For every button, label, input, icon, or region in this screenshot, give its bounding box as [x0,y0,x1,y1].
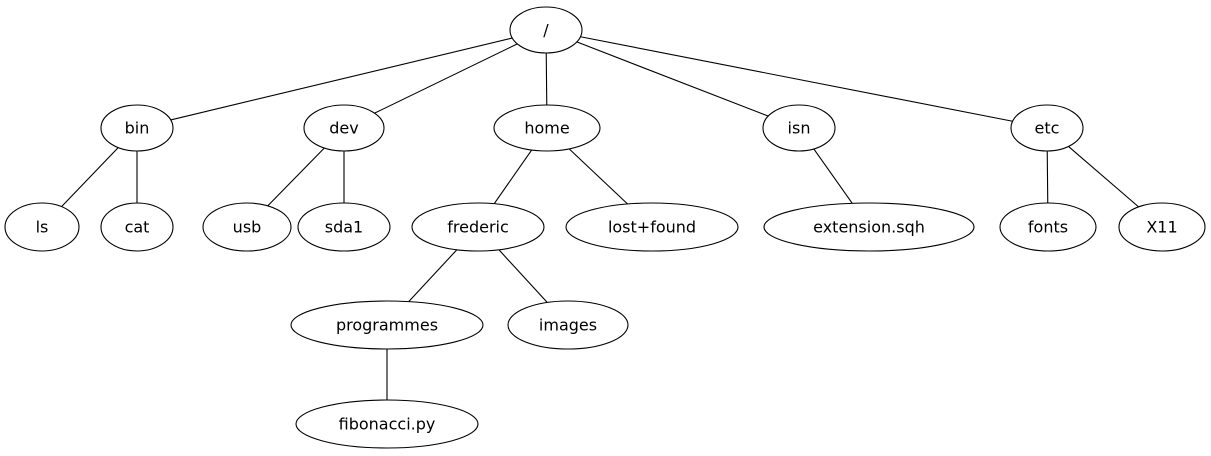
tree-node-x11: X11 [1118,202,1206,252]
node-ellipse [493,104,601,152]
tree-node-bin: bin [100,104,174,152]
node-label: X11 [1146,218,1177,237]
edge-root-dev [374,43,518,114]
node-label: frederic [447,218,509,237]
tree-node-programmes: programmes [290,300,484,350]
node-ellipse [999,202,1097,252]
node-label: dev [329,119,358,138]
node-label: images [539,316,597,335]
edge-isn-extension [813,148,853,204]
edge-etc-x11 [1068,146,1139,208]
node-label: programmes [336,316,438,335]
node-ellipse [411,202,545,252]
node-ellipse [565,202,739,252]
node-label: bin [125,119,150,138]
edge-root-bin [170,37,513,121]
edge-root-home [545,52,548,106]
edge-home-lostfound [568,148,628,205]
edge-bin-ls [61,147,119,208]
node-label: etc [1035,119,1060,138]
tree-node-frederic: frederic [411,202,545,252]
tree-node-extension: extension.sqh [763,202,975,252]
node-label: usb [233,218,262,237]
node-label: fonts [1028,218,1068,237]
node-label: ls [36,218,49,237]
tree-nodes: / bin dev home isn etc ls cat usb sda1 frederic los… [4,6,1206,449]
edge-frederic-programmes [408,249,458,302]
node-ellipse [295,399,479,449]
node-label: fibonacci.py [339,415,436,434]
node-label: isn [788,119,811,138]
node-ellipse [290,300,484,350]
node-ellipse [100,202,174,252]
node-label: home [524,119,569,138]
tree-node-fibonacci: fibonacci.py [295,399,479,449]
tree-node-usb: usb [202,202,292,252]
tree-node-fonts: fonts [999,202,1097,252]
tree-node-cat: cat [100,202,174,252]
node-label: extension.sqh [813,218,925,237]
edge-home-frederic [493,149,533,205]
edge-dev-usb [267,147,325,207]
node-ellipse [100,104,174,152]
node-ellipse [763,202,975,252]
edge-root-etc [580,36,1013,122]
node-ellipse [297,202,391,252]
node-ellipse [1010,104,1084,152]
tree-node-isn: isn [762,104,836,152]
tree-node-lostfound: lost+found [565,202,739,252]
tree-edges [61,36,1139,400]
node-label: / [543,21,549,40]
tree-node-home: home [493,104,601,152]
node-ellipse [303,104,385,152]
tree-node-etc: etc [1010,104,1084,152]
tree-node-sda1: sda1 [297,202,391,252]
node-ellipse [4,202,80,252]
node-ellipse [509,6,583,54]
node-label: sda1 [325,218,363,237]
node-ellipse [202,202,292,252]
edge-frederic-images [498,249,548,303]
tree-node-ls: ls [4,202,80,252]
edge-root-isn [576,41,769,117]
node-label: cat [125,218,150,237]
node-ellipse [507,300,629,350]
tree-node-images: images [507,300,629,350]
tree-node-root: / [509,6,583,54]
edge-etc-fonts [1046,150,1049,204]
node-ellipse [762,104,836,152]
tree-node-dev: dev [303,104,385,152]
node-ellipse [1118,202,1206,252]
node-label: lost+found [608,218,696,237]
